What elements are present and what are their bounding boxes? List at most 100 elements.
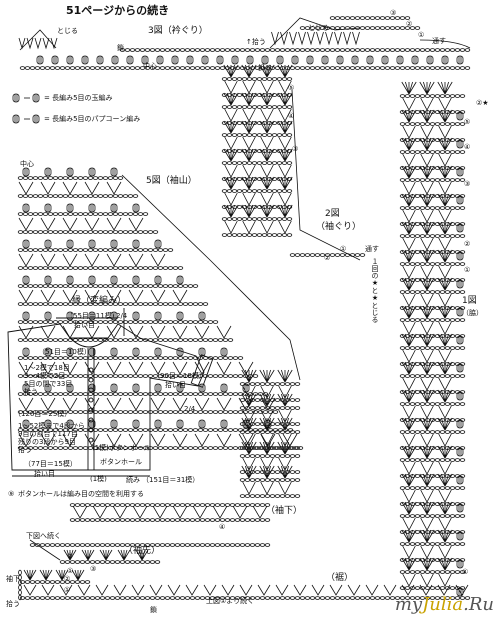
chain-stitch	[157, 266, 164, 270]
chain-stitch	[102, 266, 109, 270]
fan-stitch	[63, 549, 77, 561]
fan-stitch	[241, 465, 257, 479]
chain-stitch	[157, 428, 164, 432]
chain-stitch	[234, 48, 241, 52]
chain-stitch	[449, 430, 456, 434]
garment-hem-right: （151目＝31模）	[142, 476, 200, 484]
puff-stitch	[66, 203, 74, 213]
chain-stitch	[399, 178, 406, 182]
chain-stitch	[114, 596, 121, 600]
fan-stitch	[437, 361, 453, 375]
chain-stitch	[274, 406, 281, 410]
chain-stitch	[72, 266, 79, 270]
chain-stitch	[246, 105, 253, 109]
chain-stitch	[57, 356, 64, 360]
chain-stitch	[254, 478, 261, 482]
chain-stitch	[399, 486, 406, 490]
chain-stitch	[104, 560, 111, 564]
puff-stitch	[456, 559, 464, 569]
chain-stitch	[97, 356, 104, 360]
fan-stitch	[223, 120, 239, 134]
sleeve-lower-title: 袖下	[6, 575, 20, 583]
chain-stitch	[227, 428, 234, 432]
chain-stitch	[419, 122, 426, 126]
chain-stitch	[167, 302, 174, 306]
v-stitch	[238, 397, 254, 411]
chain-stitch	[32, 338, 39, 342]
chain-stitch	[99, 66, 106, 70]
chain-stitch	[187, 302, 194, 306]
chain-stitch	[184, 503, 191, 507]
chain-stitch	[47, 194, 54, 198]
chain-stitch	[77, 410, 84, 414]
chain-stitch	[439, 318, 446, 322]
fan-stitch	[437, 305, 453, 319]
chain-stitch	[459, 514, 466, 518]
v-stitch	[260, 80, 274, 94]
chain-stitch	[67, 284, 74, 288]
chain-stitch	[399, 122, 406, 126]
chain-stitch	[281, 177, 288, 181]
v-stitch	[18, 253, 34, 267]
chain-stitch	[42, 392, 49, 396]
chain-stitch	[109, 543, 116, 547]
cuff-start: 下図へ続く	[26, 532, 61, 540]
chain-stitch	[279, 454, 286, 458]
chain-stitch	[27, 284, 34, 288]
chain-stitch	[69, 503, 76, 507]
chain-stitch	[152, 446, 159, 450]
chain-stitch	[404, 48, 411, 52]
chain-stitch	[209, 66, 216, 70]
fan-stitch	[259, 64, 275, 78]
chain-stitch	[249, 48, 256, 52]
chain-stitch	[284, 494, 291, 498]
chain-stitch	[144, 560, 151, 564]
chain-stitch	[62, 392, 69, 396]
chain-stitch	[409, 570, 416, 574]
chain-stitch	[119, 596, 126, 600]
chain-stitch	[87, 194, 94, 198]
chain-stitch	[454, 374, 461, 378]
chain-stitch	[204, 48, 211, 52]
fan-stitch	[437, 529, 453, 543]
chain-stitch	[182, 284, 189, 288]
chain-stitch	[77, 194, 84, 198]
puff-stitch	[132, 275, 140, 285]
chain-stitch	[79, 580, 86, 584]
chain-stitch	[429, 48, 436, 52]
chain-stitch	[67, 446, 74, 450]
chain-stitch	[259, 406, 266, 410]
chain-stitch	[239, 494, 246, 498]
chain-stitch	[439, 48, 446, 52]
chain-stitch	[286, 217, 293, 221]
chain-stitch	[122, 410, 129, 414]
chain-stitch	[256, 217, 263, 221]
chain-stitch	[144, 518, 151, 522]
chain-stitch	[62, 176, 69, 180]
chain-stitch	[114, 518, 121, 522]
chain-stitch	[102, 428, 109, 432]
chain-stitch	[162, 302, 169, 306]
v-stitch	[18, 397, 34, 411]
chain-stitch	[104, 596, 111, 600]
chain-stitch	[87, 338, 94, 342]
chain-stitch	[82, 338, 89, 342]
fan-stitch	[401, 165, 417, 179]
chain-stitch	[199, 543, 206, 547]
v-stitch	[194, 397, 210, 411]
fan-stitch	[277, 120, 293, 134]
chain-stitch	[54, 580, 61, 584]
chain-stitch	[219, 503, 226, 507]
chain-stitch	[109, 560, 116, 564]
chain-stitch	[449, 318, 456, 322]
fan-stitch	[401, 557, 417, 571]
chain-stitch	[89, 503, 96, 507]
chain-stitch	[17, 266, 24, 270]
chain-stitch	[117, 392, 124, 396]
chain-stitch	[404, 150, 411, 154]
v-stitch	[419, 584, 433, 596]
chain-stitch	[67, 320, 74, 324]
chain-stitch	[77, 266, 84, 270]
chain-stitch	[419, 150, 426, 154]
chain-stitch	[444, 234, 451, 238]
